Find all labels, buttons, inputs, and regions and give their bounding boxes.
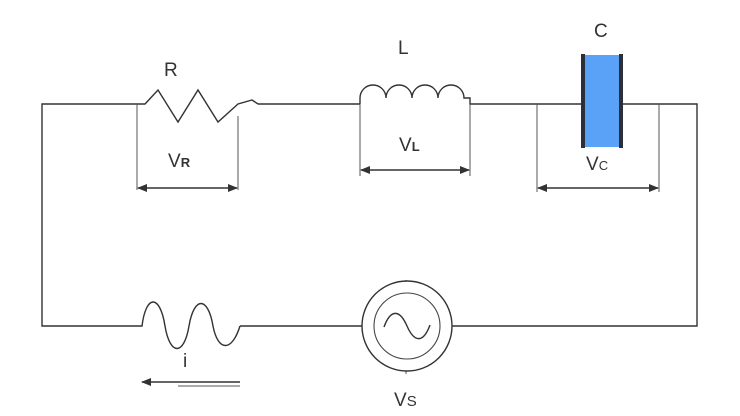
right-wire <box>452 103 698 327</box>
current-waveform <box>138 301 241 349</box>
sine-wave-icon <box>383 312 431 340</box>
vr-label: VR <box>168 151 191 172</box>
vl-label: VL <box>399 135 420 156</box>
vr-label-main: V <box>168 151 181 172</box>
current-indicator: i <box>138 301 241 387</box>
current-label: i <box>183 351 187 372</box>
capacitor-dielectric <box>583 55 621 147</box>
left-wire <box>41 103 138 327</box>
resistor-zigzag <box>137 88 259 124</box>
vs-label: VS <box>394 390 417 411</box>
resistor: R <box>137 60 259 124</box>
ac-source: VS <box>361 280 453 411</box>
vc-label-main: V <box>586 154 599 175</box>
source-inner-circle <box>373 292 441 360</box>
resistor-label: R <box>164 60 178 81</box>
capacitor-label: C <box>594 21 608 42</box>
voltage-measure-vc: VC <box>536 104 660 192</box>
inductor: L <box>359 38 484 105</box>
voltage-measure-vr: VR <box>136 104 239 192</box>
capacitor: C <box>581 21 623 148</box>
vc-label-sub: C <box>599 158 608 173</box>
vc-label: VC <box>586 154 608 175</box>
vs-label-main: V <box>394 390 407 411</box>
voltage-measure-vl: VL <box>359 104 471 176</box>
inductor-coil <box>359 84 484 105</box>
vl-label-sub: L <box>412 139 420 154</box>
vs-label-sub: S <box>407 393 417 410</box>
inductor-label: L <box>398 38 409 59</box>
vr-label-sub: R <box>181 155 191 170</box>
vl-label-main: V <box>399 135 412 156</box>
